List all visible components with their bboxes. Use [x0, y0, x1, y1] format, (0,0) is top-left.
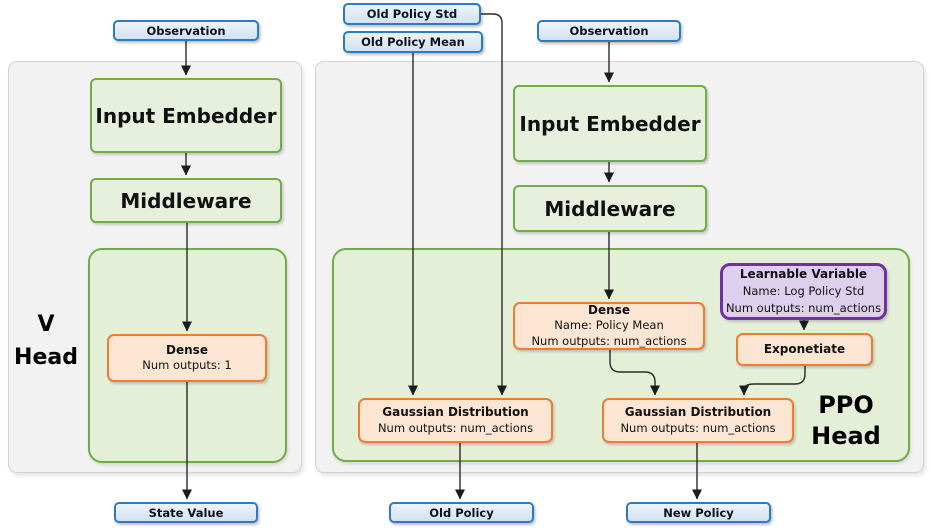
input-embedder-left: Input Embedder — [90, 78, 282, 153]
middleware-left: Middleware — [90, 178, 282, 223]
dense-num-outputs-right: Num outputs: num_actions — [531, 333, 687, 348]
ppo-head-title-line1: PPO — [818, 391, 874, 419]
input-embedder-right: Input Embedder — [513, 85, 707, 162]
middleware-right: Middleware — [513, 185, 707, 232]
dense-policy-mean: Dense Name: Policy Mean Num outputs: num… — [513, 302, 705, 350]
observation-input-left: Observation — [113, 20, 259, 41]
ppo-head-title-line2: Head — [811, 422, 881, 450]
exponetiate: Exponetiate — [736, 333, 873, 366]
observation-input-right: Observation — [537, 20, 681, 42]
gaussian-old-num-outputs: Num outputs: num_actions — [377, 420, 534, 435]
new-policy-label: New Policy — [663, 505, 734, 520]
dense-name-right: Name: Policy Mean — [554, 318, 664, 333]
observation-label-left: Observation — [146, 23, 226, 38]
new-policy-output: New Policy — [626, 502, 771, 523]
middleware-label-right: Middleware — [544, 196, 676, 221]
old-policy-std-label: Old Policy Std — [366, 7, 458, 21]
old-policy-std-input: Old Policy Std — [343, 3, 481, 25]
exponetiate-label: Exponetiate — [763, 341, 846, 356]
learnable-variable-num-outputs: Num outputs: num_actions — [725, 301, 882, 315]
v-head-title-line2: Head — [14, 345, 78, 370]
dense-title-left: Dense — [166, 342, 208, 357]
old-policy-output: Old Policy — [389, 502, 534, 523]
gaussian-new-title: Gaussian Distribution — [624, 405, 772, 419]
old-policy-mean-label: Old Policy Mean — [361, 35, 465, 49]
old-policy-label: Old Policy — [429, 505, 494, 520]
input-embedder-label-right: Input Embedder — [519, 111, 701, 136]
gaussian-new-num-outputs: Num outputs: num_actions — [620, 420, 776, 435]
gaussian-distribution-new: Gaussian Distribution Num outputs: num_a… — [602, 398, 794, 443]
state-value-label: State Value — [148, 505, 224, 520]
dense-title-right: Dense — [588, 302, 630, 317]
ppo-head-title: PPO Head — [796, 390, 896, 452]
learnable-variable: Learnable Variable Name: Log Policy Std … — [720, 263, 887, 320]
dense-left: Dense Num outputs: 1 — [107, 334, 267, 382]
state-value-output: State Value — [114, 502, 258, 523]
learnable-variable-name: Name: Log Policy Std — [742, 284, 865, 298]
dense-num-outputs-left: Num outputs: 1 — [142, 358, 232, 372]
learnable-variable-title: Learnable Variable — [739, 267, 868, 281]
v-head-title: V Head — [10, 308, 82, 374]
observation-label-right: Observation — [569, 24, 649, 38]
gaussian-old-title: Gaussian Distribution — [382, 405, 529, 419]
v-head-title-line1: V — [37, 312, 55, 337]
middleware-label-left: Middleware — [120, 188, 252, 213]
old-policy-mean-input: Old Policy Mean — [343, 31, 483, 53]
gaussian-distribution-old: Gaussian Distribution Num outputs: num_a… — [358, 398, 553, 443]
input-embedder-label-left: Input Embedder — [95, 103, 277, 128]
